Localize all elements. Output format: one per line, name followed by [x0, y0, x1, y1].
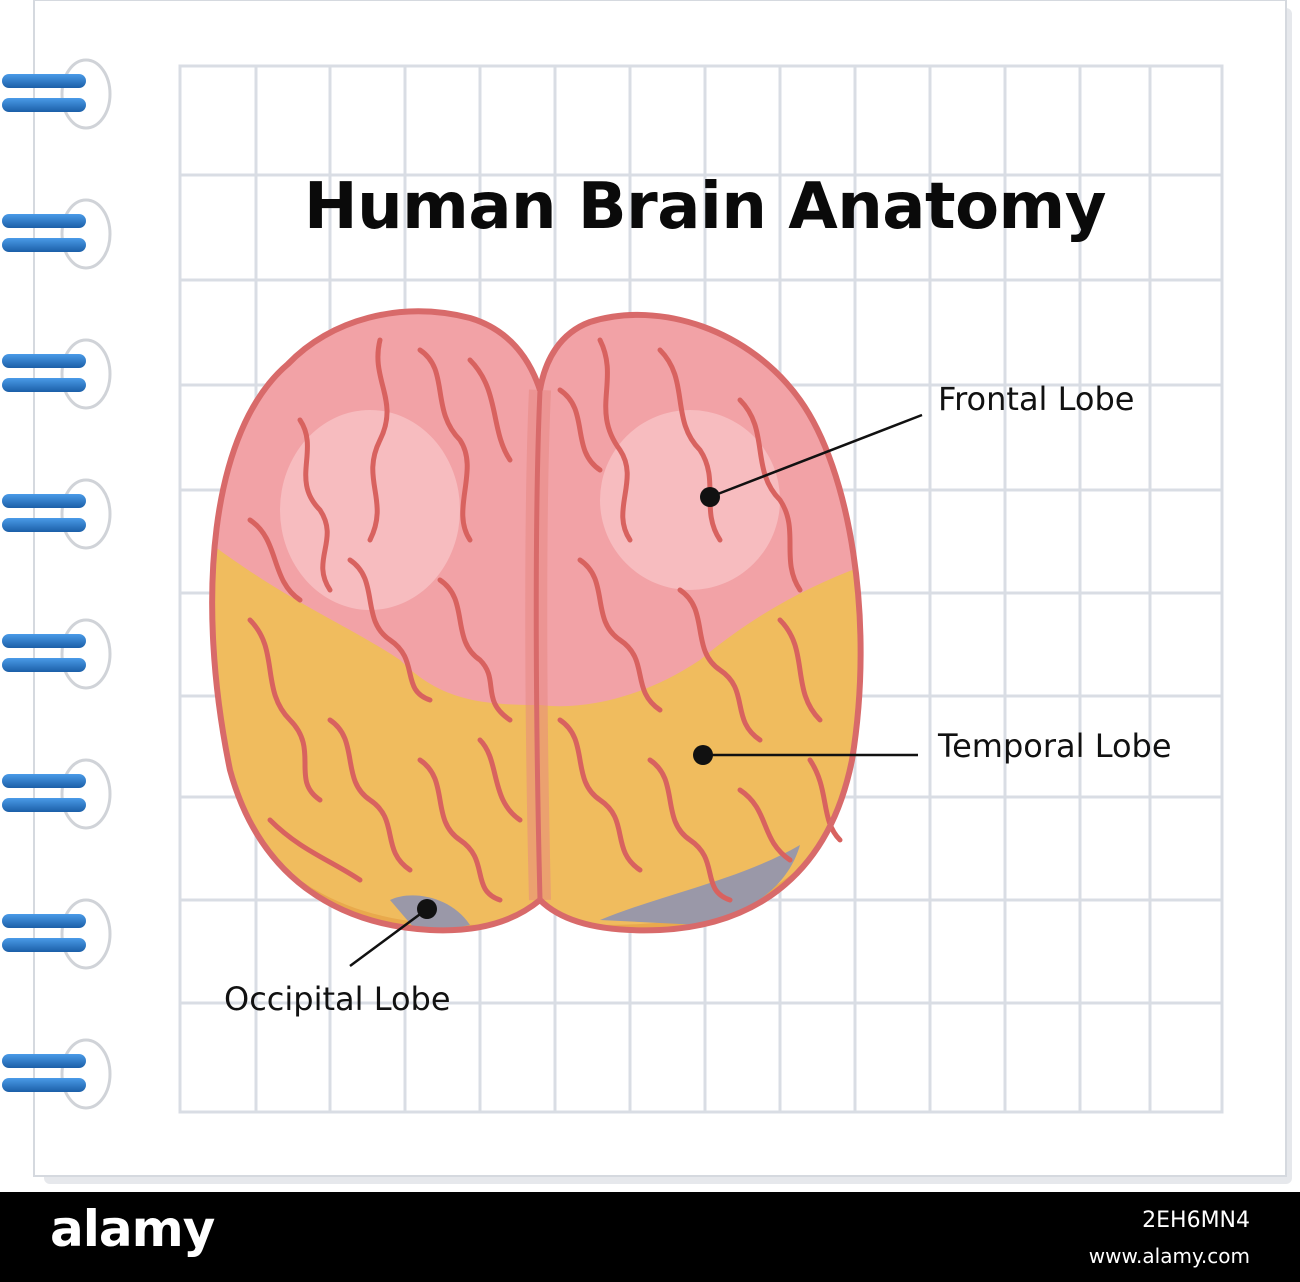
- spiral-ring: [2, 618, 112, 690]
- spiral-ring: [2, 898, 112, 970]
- brain-illustration: [209, 308, 864, 934]
- occipital-pointer: [349, 899, 437, 968]
- brain-folds: [247, 337, 843, 903]
- frontal-pointer: [700, 413, 923, 507]
- spiral-ring: [2, 338, 112, 410]
- spiral-rings: [2, 58, 112, 1110]
- hemisphere-divider: [533, 389, 543, 901]
- occipital-lobe-label: Occipital Lobe: [224, 980, 451, 1018]
- frontal-lobe-label: Frontal Lobe: [938, 380, 1135, 418]
- diagram-title: Human Brain Anatomy: [304, 170, 1106, 244]
- brain-outline: [209, 308, 864, 934]
- site-url: www.alamy.com: [1088, 1244, 1250, 1268]
- watermark-footer: alamy 2EH6MN4 www.alamy.com: [0, 1192, 1300, 1282]
- spiral-ring: [2, 758, 112, 830]
- spiral-ring: [2, 198, 112, 270]
- temporal-lobe-label: Temporal Lobe: [938, 727, 1172, 765]
- spiral-ring: [2, 1038, 112, 1110]
- image-id: 2EH6MN4: [1142, 1208, 1250, 1233]
- label-pointers: [349, 413, 923, 968]
- spiral-ring: [2, 478, 112, 550]
- spiral-ring: [2, 58, 112, 130]
- temporal-pointer: [693, 745, 918, 765]
- alamy-logo: alamy: [50, 1200, 215, 1258]
